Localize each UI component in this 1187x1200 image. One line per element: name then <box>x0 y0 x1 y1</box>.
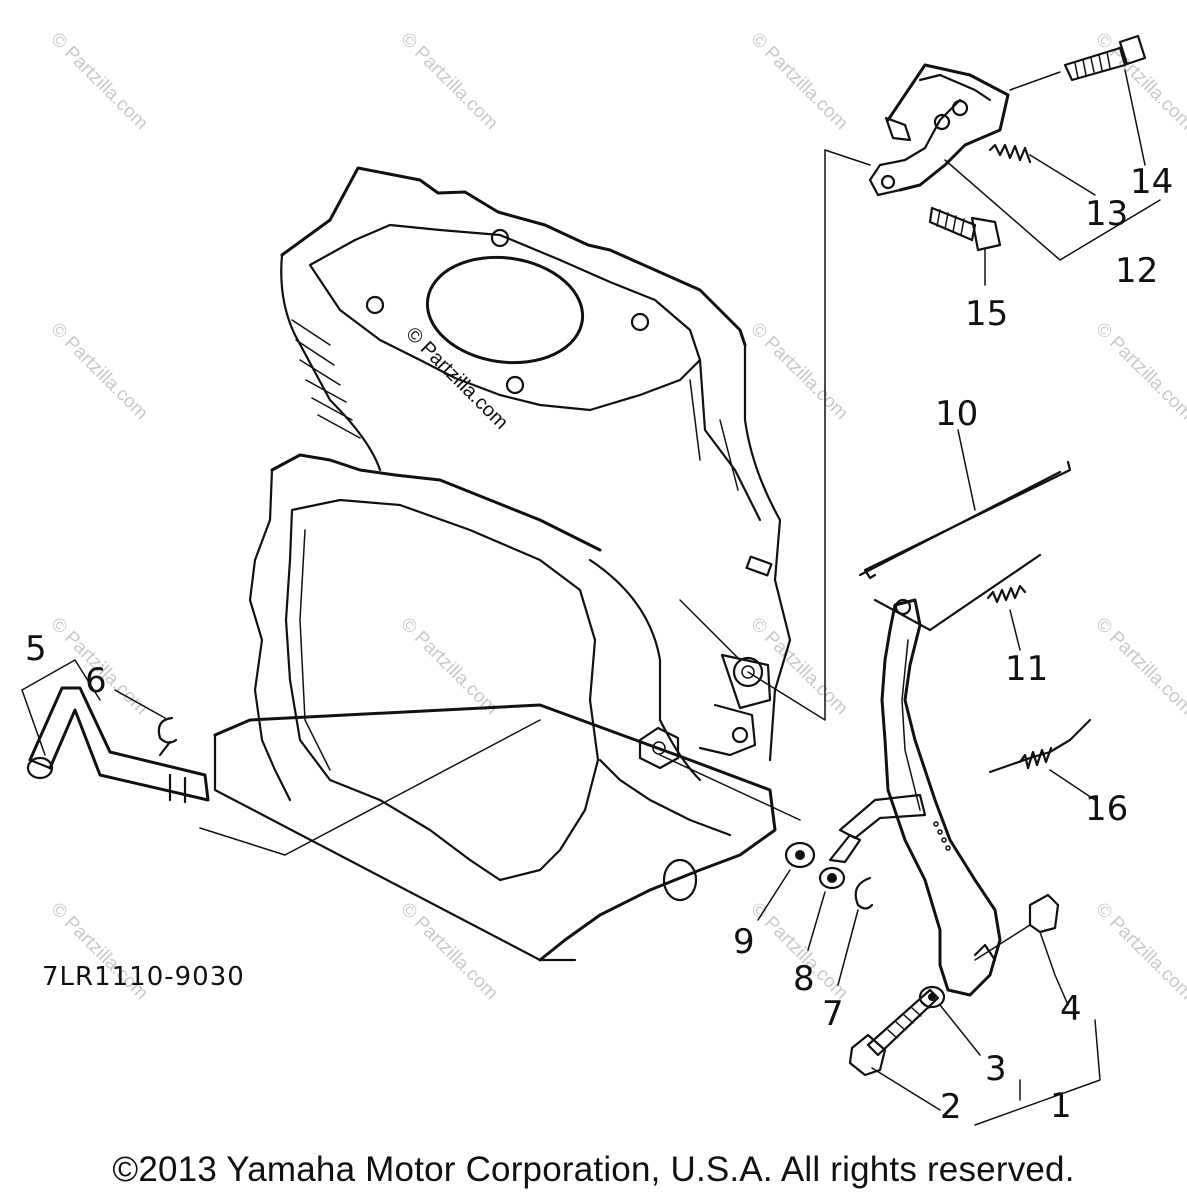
washer-8 <box>807 866 846 951</box>
callout-14: 14 <box>1130 162 1173 202</box>
callout-12: 12 <box>1115 251 1158 291</box>
callout-4: 4 <box>1060 989 1082 1029</box>
clamp-4 <box>974 893 1069 1006</box>
washer-3 <box>918 985 981 1056</box>
callout-15: 15 <box>965 294 1008 334</box>
watermark: © Partzilla.com <box>1091 319 1187 424</box>
callout-5: 5 <box>25 629 47 669</box>
screw-15 <box>928 206 1002 286</box>
pipe-5 <box>21 659 210 804</box>
watermark: © Partzilla.com <box>46 319 151 424</box>
watermark: © Partzilla.com <box>396 614 501 719</box>
rod-10 <box>858 429 1072 580</box>
callout-7: 7 <box>822 994 844 1034</box>
spring-13 <box>988 143 1096 196</box>
callout-11: 11 <box>1005 649 1048 689</box>
callout-13: 13 <box>1085 194 1128 234</box>
leader-line <box>974 1019 1101 1126</box>
spring-16 <box>988 718 1096 801</box>
callout-3: 3 <box>985 1049 1007 1089</box>
callout-6: 6 <box>85 661 107 701</box>
watermark: © Partzilla.com <box>1091 899 1187 1004</box>
watermark: © Partzilla.com <box>396 29 501 134</box>
callout-8: 8 <box>793 959 815 999</box>
callout-labels: 1 2 3 4 5 6 7 8 9 10 11 12 13 14 15 16 7… <box>25 162 1173 1127</box>
leader-lines <box>199 149 871 856</box>
engine-crankcase <box>213 166 792 962</box>
drawing-code: 7LR1110-9030 <box>42 962 245 992</box>
watermark: © Partzilla.com <box>1091 614 1187 719</box>
callout-16: 16 <box>1085 789 1128 829</box>
watermark: © Partzilla.com <box>1091 29 1187 134</box>
leader-line <box>944 159 1161 261</box>
callout-2: 2 <box>940 1087 962 1127</box>
callout-10: 10 <box>935 394 978 434</box>
callout-1: 1 <box>1050 1086 1072 1126</box>
copyright-notice: ©2013 Yamaha Motor Corporation, U.S.A. A… <box>112 1150 1075 1189</box>
governor-bracket <box>868 63 1010 197</box>
watermark: © Partzilla.com <box>746 319 851 424</box>
watermark: © Partzilla.com <box>746 29 851 134</box>
clip-6 <box>114 689 178 757</box>
governor-lever-1 <box>828 598 1002 997</box>
bolt-14 <box>1009 34 1147 166</box>
washer-9 <box>757 841 816 921</box>
watermark: © Partzilla.com <box>396 899 501 1004</box>
watermark-layer: © Partzilla.com © Partzilla.com © Partzi… <box>46 29 1187 1004</box>
callout-9: 9 <box>733 922 755 962</box>
watermark: © Partzilla.com <box>46 29 151 134</box>
bolt-2 <box>848 988 941 1111</box>
clip-7 <box>837 876 874 986</box>
watermark: © Partzilla.com <box>401 323 512 434</box>
